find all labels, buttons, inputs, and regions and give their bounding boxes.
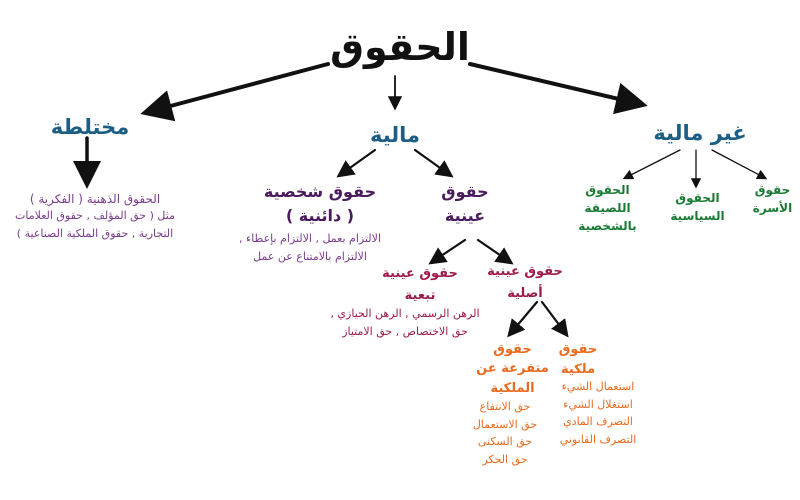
derived-item-3: حق السكنى: [477, 435, 533, 449]
arrow-original-to-ownership: [540, 300, 569, 338]
family-rights-node: حقوق الأسرة: [745, 183, 800, 216]
dependent-examples: الرهن الرسمي , الرهن الحيازي , حق الاختص…: [330, 305, 480, 340]
arrow-root-to-mixed: [140, 62, 330, 122]
ownership-item-3: التصرف المادي: [563, 415, 633, 429]
derived-title-line-3: الملكية: [490, 380, 535, 396]
financial-title: مالية: [369, 123, 421, 147]
personal-rights-subtitle: ( دائنية ): [285, 206, 355, 225]
personal-rights-node: حقوق شخصية ( دائنية ): [240, 182, 400, 226]
arrow-nonfinancial-to-personality: [622, 149, 681, 180]
arrow-real-to-original: [476, 238, 514, 265]
intellectual-rights-line-1: مثل ( حق المؤلف , حقوق العلامات: [15, 209, 175, 222]
dependent-example-line-1: الرهن الرسمي , الرهن الحيازي ,: [330, 307, 480, 320]
nonfinancial-title: غير مالية: [653, 121, 747, 145]
arrow-real-to-dependent: [428, 238, 467, 265]
political-line-2: السياسية: [670, 209, 725, 223]
derived-title-line-1: حقوق: [493, 342, 532, 357]
personality-line-2: اللصيقة: [584, 201, 631, 215]
dependent-title-line-1: حقوق عينية: [382, 266, 458, 281]
arrow-financial-to-real: [413, 148, 454, 178]
ownership-item-1: استعمال الشيء: [561, 380, 635, 393]
ownership-title-line-1: حقوق: [558, 342, 598, 357]
dependent-real-rights-node: حقوق عينية تبعية: [375, 266, 465, 305]
personality-line-1: الحقوق: [585, 183, 630, 197]
original-title-line-2: أصلية: [507, 286, 543, 302]
derived-item-2: حق الاستعمال: [472, 417, 538, 431]
personal-example-line-2: الالتزام بالامتناع عن عمل: [253, 249, 367, 263]
personal-example-line-1: الالتزام بعمل , الالتزام بإعطاء ,: [239, 232, 381, 245]
arrow-root-to-nonfinancial: [468, 62, 648, 115]
family-line-2: الأسرة: [752, 201, 793, 215]
mixed-title: مختلطة: [50, 115, 130, 139]
derived-rights-list: حق الانتفاع حق الاستعمال حق السكنى حق ال…: [455, 398, 555, 468]
original-title-line-1: حقوق عينية: [487, 264, 563, 279]
political-line-1: الحقوق: [675, 191, 720, 205]
arrow-financial-to-personal: [336, 148, 377, 178]
personality-line-3: بالشخصية: [578, 219, 637, 233]
dependent-example-line-2: حق الاختصاص , حق الامتياز: [342, 324, 468, 338]
real-rights-title-line-2: عينية: [444, 206, 486, 225]
intellectual-rights-title: الحقوق الذهنية ( الفكرية ): [29, 192, 161, 206]
personality-rights-node: الحقوق اللصيقة بالشخصية: [565, 183, 650, 234]
ownership-rights-list: استعمال الشيء استغلال الشيء التصرف الماد…: [548, 378, 648, 448]
personal-rights-examples: الالتزام بعمل , الالتزام بإعطاء , الالتز…: [220, 230, 400, 265]
personal-rights-title: حقوق شخصية: [263, 182, 377, 201]
original-real-rights-node: حقوق عينية أصلية: [480, 264, 570, 303]
arrow-original-to-derived: [507, 300, 539, 338]
ownership-title-line-2: ملكية: [560, 362, 596, 378]
real-rights-title-line-1: حقوق: [441, 182, 489, 201]
ownership-item-2: استغلال الشيء: [563, 397, 633, 411]
arrow-nonfinancial-to-family: [711, 149, 768, 180]
root-title: الحقوق: [330, 25, 470, 69]
dependent-title-line-2: تبعية: [404, 288, 436, 304]
intellectual-rights-line-2: التجارية , حقوق الملكية الصناعية ): [16, 226, 174, 240]
intellectual-rights-node: الحقوق الذهنية ( الفكرية ) مثل ( حق المؤ…: [10, 192, 180, 242]
ownership-rights-node: حقوق ملكية: [548, 342, 608, 379]
ownership-item-4: التصرف القانوني: [559, 432, 637, 446]
real-rights-node: حقوق عينية: [425, 182, 505, 226]
derived-item-1: حق الانتفاع: [479, 400, 531, 413]
family-line-1: حقوق: [754, 183, 791, 197]
derived-rights-node: حقوق متفرعة عن الملكية: [475, 342, 550, 397]
derived-title-line-2: متفرعة عن: [476, 361, 549, 377]
derived-item-4: حق الحكر: [482, 452, 528, 466]
political-rights-node: الحقوق السياسية: [660, 191, 735, 224]
